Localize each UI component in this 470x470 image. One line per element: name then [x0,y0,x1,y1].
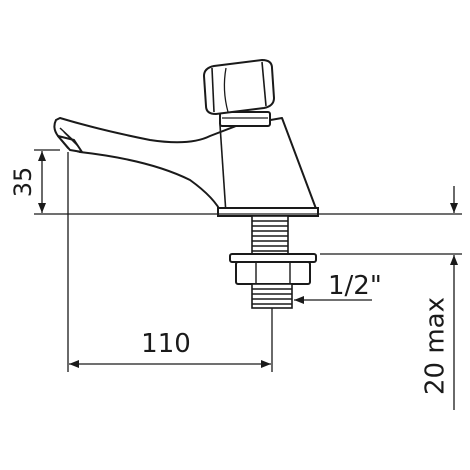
reach-label: 110 [141,329,191,359]
collar-ring [219,111,271,127]
base-flange [217,207,319,217]
connector-thread [251,283,293,309]
threaded-shank [251,215,289,257]
push-button [202,58,276,116]
thread-size-label: 1/2" [328,271,382,301]
spout-outlet [57,135,83,153]
extension-lines [34,149,462,372]
tap-body [53,111,319,215]
mounting-thickness-label: 20 max [421,297,451,395]
spout [53,117,319,215]
spout-height-label: 35 [9,167,37,198]
lock-nut [229,253,317,285]
